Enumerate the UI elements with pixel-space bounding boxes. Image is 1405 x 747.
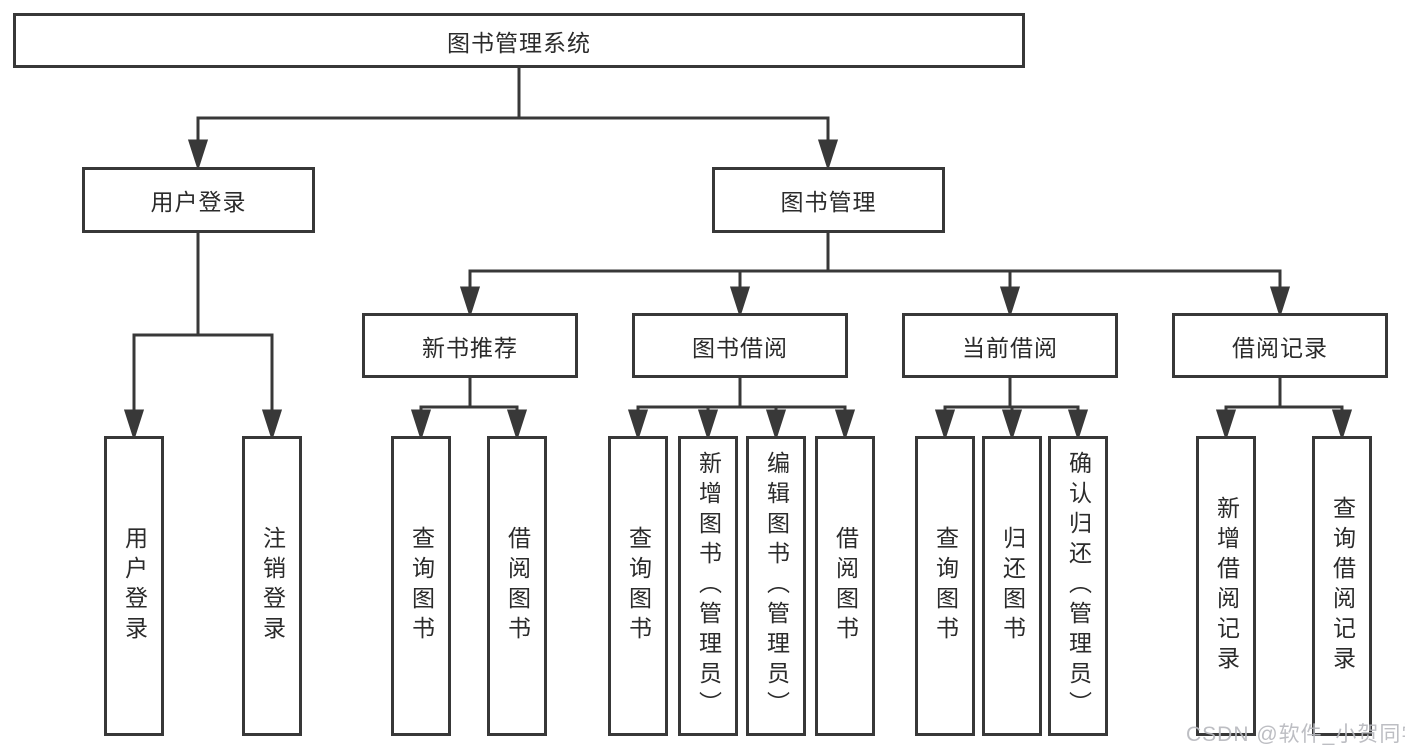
leaf-query-borrow-record: 查询借阅记录 bbox=[1312, 436, 1372, 736]
node-library-system: 图书管理系统 bbox=[13, 13, 1025, 68]
csdn-watermark: CSDN @软件_小贺同学 bbox=[1186, 723, 1405, 746]
node-current-borrow: 当前借阅 bbox=[902, 313, 1118, 378]
node-book-borrow: 图书借阅 bbox=[632, 313, 848, 378]
leaf-add-borrow-record: 新增借阅记录 bbox=[1196, 436, 1256, 736]
leaf-return-book: 归还图书 bbox=[982, 436, 1042, 736]
leaf-recommend-query-book: 查询图书 bbox=[391, 436, 451, 736]
leaf-logout: 注销登录 bbox=[242, 436, 302, 736]
node-user-login: 用户登录 bbox=[82, 167, 315, 233]
leaf-borrow-book: 借阅图书 bbox=[815, 436, 875, 736]
leaf-edit-book-admin: 编辑图书（管理员） bbox=[746, 436, 806, 736]
leaf-current-query-book: 查询图书 bbox=[915, 436, 975, 736]
node-new-book-recommend: 新书推荐 bbox=[362, 313, 578, 378]
leaf-confirm-return-admin: 确认归还（管理员） bbox=[1048, 436, 1108, 736]
node-book-management: 图书管理 bbox=[712, 167, 945, 233]
leaf-borrow-query-book: 查询图书 bbox=[608, 436, 668, 736]
leaf-add-book-admin: 新增图书（管理员） bbox=[678, 436, 738, 736]
leaf-user-login: 用户登录 bbox=[104, 436, 164, 736]
leaf-recommend-borrow-book: 借阅图书 bbox=[487, 436, 547, 736]
node-borrow-records: 借阅记录 bbox=[1172, 313, 1388, 378]
